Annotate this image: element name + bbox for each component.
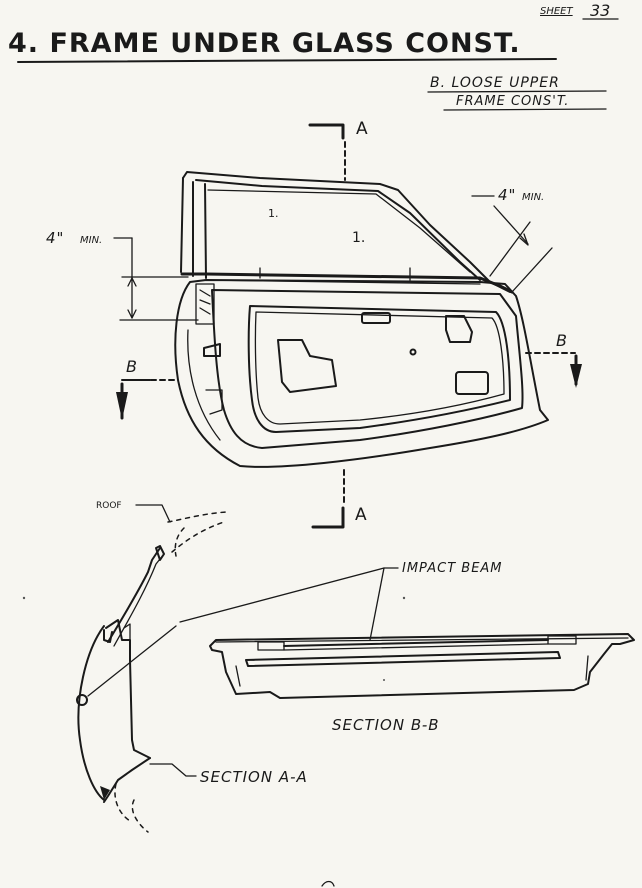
subtitle-line2: FRAME CONS'T. [456, 94, 569, 109]
section-a-bottom-label: A [355, 505, 367, 525]
subtitle-underline-2 [443, 108, 607, 111]
section-b-b-profile [209, 633, 635, 699]
subtitle-line1: B. LOOSE UPPER [430, 75, 560, 91]
section-b-left-label: B [126, 357, 137, 376]
paper-speck [402, 596, 406, 600]
impact-beam-circle [76, 694, 88, 706]
dim-right-unit: MIN. [522, 192, 544, 203]
section-a-top-label: A [356, 119, 368, 139]
subtitle-underline-1 [427, 90, 607, 93]
door-assembly: 1. 1. [174, 171, 549, 468]
dim-left-value: 4" [46, 229, 64, 247]
impact-beam-label: IMPACT BEAM [402, 561, 503, 576]
glass-mark-2: 1. [352, 230, 365, 246]
beam-bracket-right [547, 635, 577, 645]
sheet-label: SHEET [540, 6, 574, 17]
glass-mark-1: 1. [268, 207, 279, 220]
section-b-right-label: B [556, 331, 567, 350]
mount-hole [409, 348, 417, 356]
section-bb-label: SECTION B-B [332, 716, 440, 734]
section-aa-leader [149, 763, 197, 777]
sheet-number: 33 [590, 1, 610, 20]
section-aa-label: SECTION A-A [200, 768, 308, 786]
title-underline [17, 58, 557, 63]
dimension-right [471, 195, 553, 293]
speaker-opening [455, 371, 489, 395]
lock-opening [445, 315, 473, 343]
section-a-cut-line [308, 123, 346, 529]
dim-right-value: 4" [498, 186, 516, 204]
impact-beam-leaders [87, 567, 399, 697]
handle-opening [361, 312, 391, 324]
dimension-left [113, 237, 199, 321]
paper-speck [22, 596, 26, 600]
roof-label: ROOF [96, 501, 122, 511]
paper-speck [383, 679, 385, 681]
armrest-opening [277, 339, 337, 393]
page-edge-mark [321, 880, 335, 887]
section-b-cut-line [116, 352, 582, 420]
section-a-a-profile [76, 511, 227, 833]
page-title: 4. FRAME UNDER GLASS CONST. [8, 28, 521, 59]
beam-bracket-left [257, 641, 285, 651]
roof-leader [135, 504, 171, 523]
dim-left-unit: MIN. [80, 235, 102, 246]
